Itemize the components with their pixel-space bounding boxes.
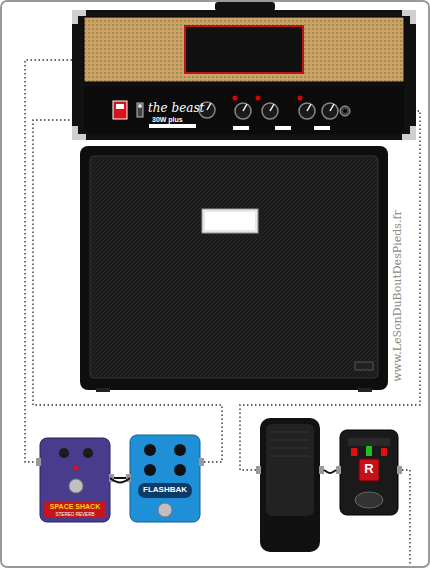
model-name: the beast [148,102,218,115]
speaker-cabinet [80,146,388,392]
pedal-type: STEREO REVERB [44,512,106,517]
amp-head: the beast30W plus [72,10,416,140]
pedal-name: SPACE SHACK [44,503,106,511]
power-rating: 30W plus [152,116,212,124]
patch-cable [33,120,222,462]
watermark: www.LeSonDuBoutDesPieds.fr [392,210,404,382]
patch-cable [110,478,130,483]
tuner-note: R [359,462,379,476]
reverb-pedal [36,438,114,522]
amp-head [72,2,416,140]
pedal-name: FLASHBAK [138,486,192,495]
delay-pedal [126,435,204,522]
reverb-pedal-box: SPACE SHACKSTEREO REVERB [40,438,110,522]
tuner-box: R [340,430,398,515]
tuner-pedal [336,430,402,515]
wah-pedal [256,418,324,552]
guitar-wire [240,111,420,566]
delay-pedal-box: FLASHBAK [130,435,200,522]
